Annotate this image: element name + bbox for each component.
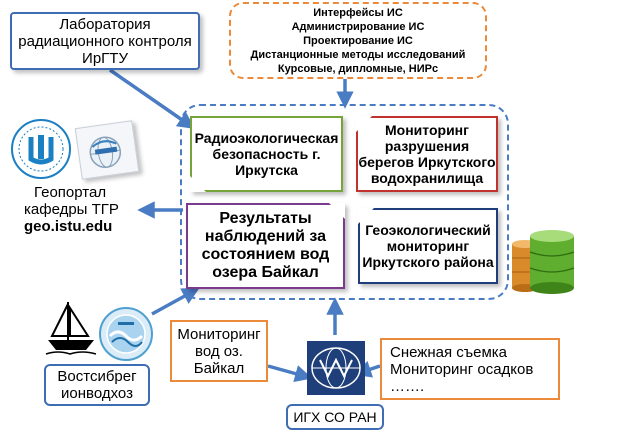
snow-line-1: Снежная съемка [390,344,508,361]
igh-logo [307,341,365,395]
interfaces-line-2: Администрирование ИС [291,20,425,33]
arrow-vostsibreg-to-center [151,287,200,316]
monitoring-shores-line-1: Мониторинг [385,122,469,138]
monitoring-baikal-line-3: Байкал [193,359,245,377]
globe-logo-card [74,120,140,180]
monitoring-shores-box: Мониторинг разрушения берегов Иркутского… [356,116,498,192]
results-line-2: наблюдений за [204,228,327,245]
interfaces-box: Интерфейсы ИС Администрирование ИС Проек… [229,2,487,79]
monitoring-shores-frame: Мониторинг разрушения берегов Иркутского… [356,116,498,192]
vostsibreg-box: Востсибрег ионводхоз [44,364,150,406]
interfaces-line-1: Интерфейсы ИС [313,6,403,19]
snow-line-3: ……. [390,378,425,395]
lab-line-2: радиационного контроля [18,32,192,50]
geoportal-label: Геопортал кафедры ТГР geo.istu.edu [14,184,144,248]
globe-logo [89,136,122,169]
igh-label: ИГХ СО РАН [293,409,377,425]
geoecology-box: Геоэкологический мониторинг Иркутского р… [358,208,498,284]
vostsibreg-line-2: ионводхоз [61,385,133,402]
results-line-4: озера Байкал [212,264,319,281]
radio-ecology-frame: Радиоэкологическая безопасность г. Иркут… [190,116,343,192]
monitoring-baikal-line-2: вод оз. [195,342,243,360]
monitoring-shores-line-4: водохранилища [370,170,484,186]
lab-line-1: Лаборатория [59,15,151,33]
snow-box: Снежная съемка Мониторинг осадков ……. [380,338,560,400]
lab-line-3: ИрГТУ [82,49,128,67]
geoecology-line-2: мониторинг [386,238,470,254]
vostsibreg-line-1: Востсибрег [57,368,137,385]
interfaces-line-5: Курсовые, дипломные, НИРс [277,62,439,75]
igh-box: ИГХ СО РАН [286,404,384,430]
geoecology-frame: Геоэкологический мониторинг Иркутского р… [358,208,498,284]
geoecology-line-1: Геоэкологический [365,222,491,238]
arrow-lab-to-center [109,68,196,129]
database-stack-icon [512,230,575,294]
results-line-1: Результаты [219,210,312,227]
istu-logo [11,119,71,179]
vostsibreg-logo [99,307,153,361]
results-box: Результаты наблюдений за состоянием вод … [186,203,345,289]
results-frame: Результаты наблюдений за состоянием вод … [186,203,345,289]
geoportal-line-1: Геопортал [34,184,107,201]
geoportal-url[interactable]: geo.istu.edu [24,218,113,235]
sailboat-icon [45,302,97,355]
results-line-3: состоянием вод [201,246,330,263]
monitoring-baikal-box: Мониторинг вод оз. Байкал [170,320,268,382]
lab-box: Лаборатория радиационного контроля ИрГТУ [10,12,200,70]
central-container [180,104,509,300]
radio-ecology-line-3: Иркутска [235,162,298,178]
radio-ecology-line-1: Радиоэкологическая [194,130,339,146]
monitoring-shores-line-2: разрушения [384,138,470,154]
interfaces-line-3: Проектирование ИС [303,34,413,47]
arrow-baikal-to-igh [267,364,313,383]
interfaces-line-4: Дистанционные методы исследований [250,48,466,61]
radio-ecology-line-2: безопасность г. [212,146,321,162]
monitoring-baikal-line-1: Мониторинг [177,325,261,343]
snow-line-2: Мониторинг осадков [390,361,534,378]
radio-ecology-box: Радиоэкологическая безопасность г. Иркут… [190,116,343,192]
geoportal-line-2: кафедры ТГР [24,201,119,218]
geoecology-line-3: Иркутского района [362,254,494,270]
monitoring-shores-line-3: берегов Иркутского [358,154,496,170]
